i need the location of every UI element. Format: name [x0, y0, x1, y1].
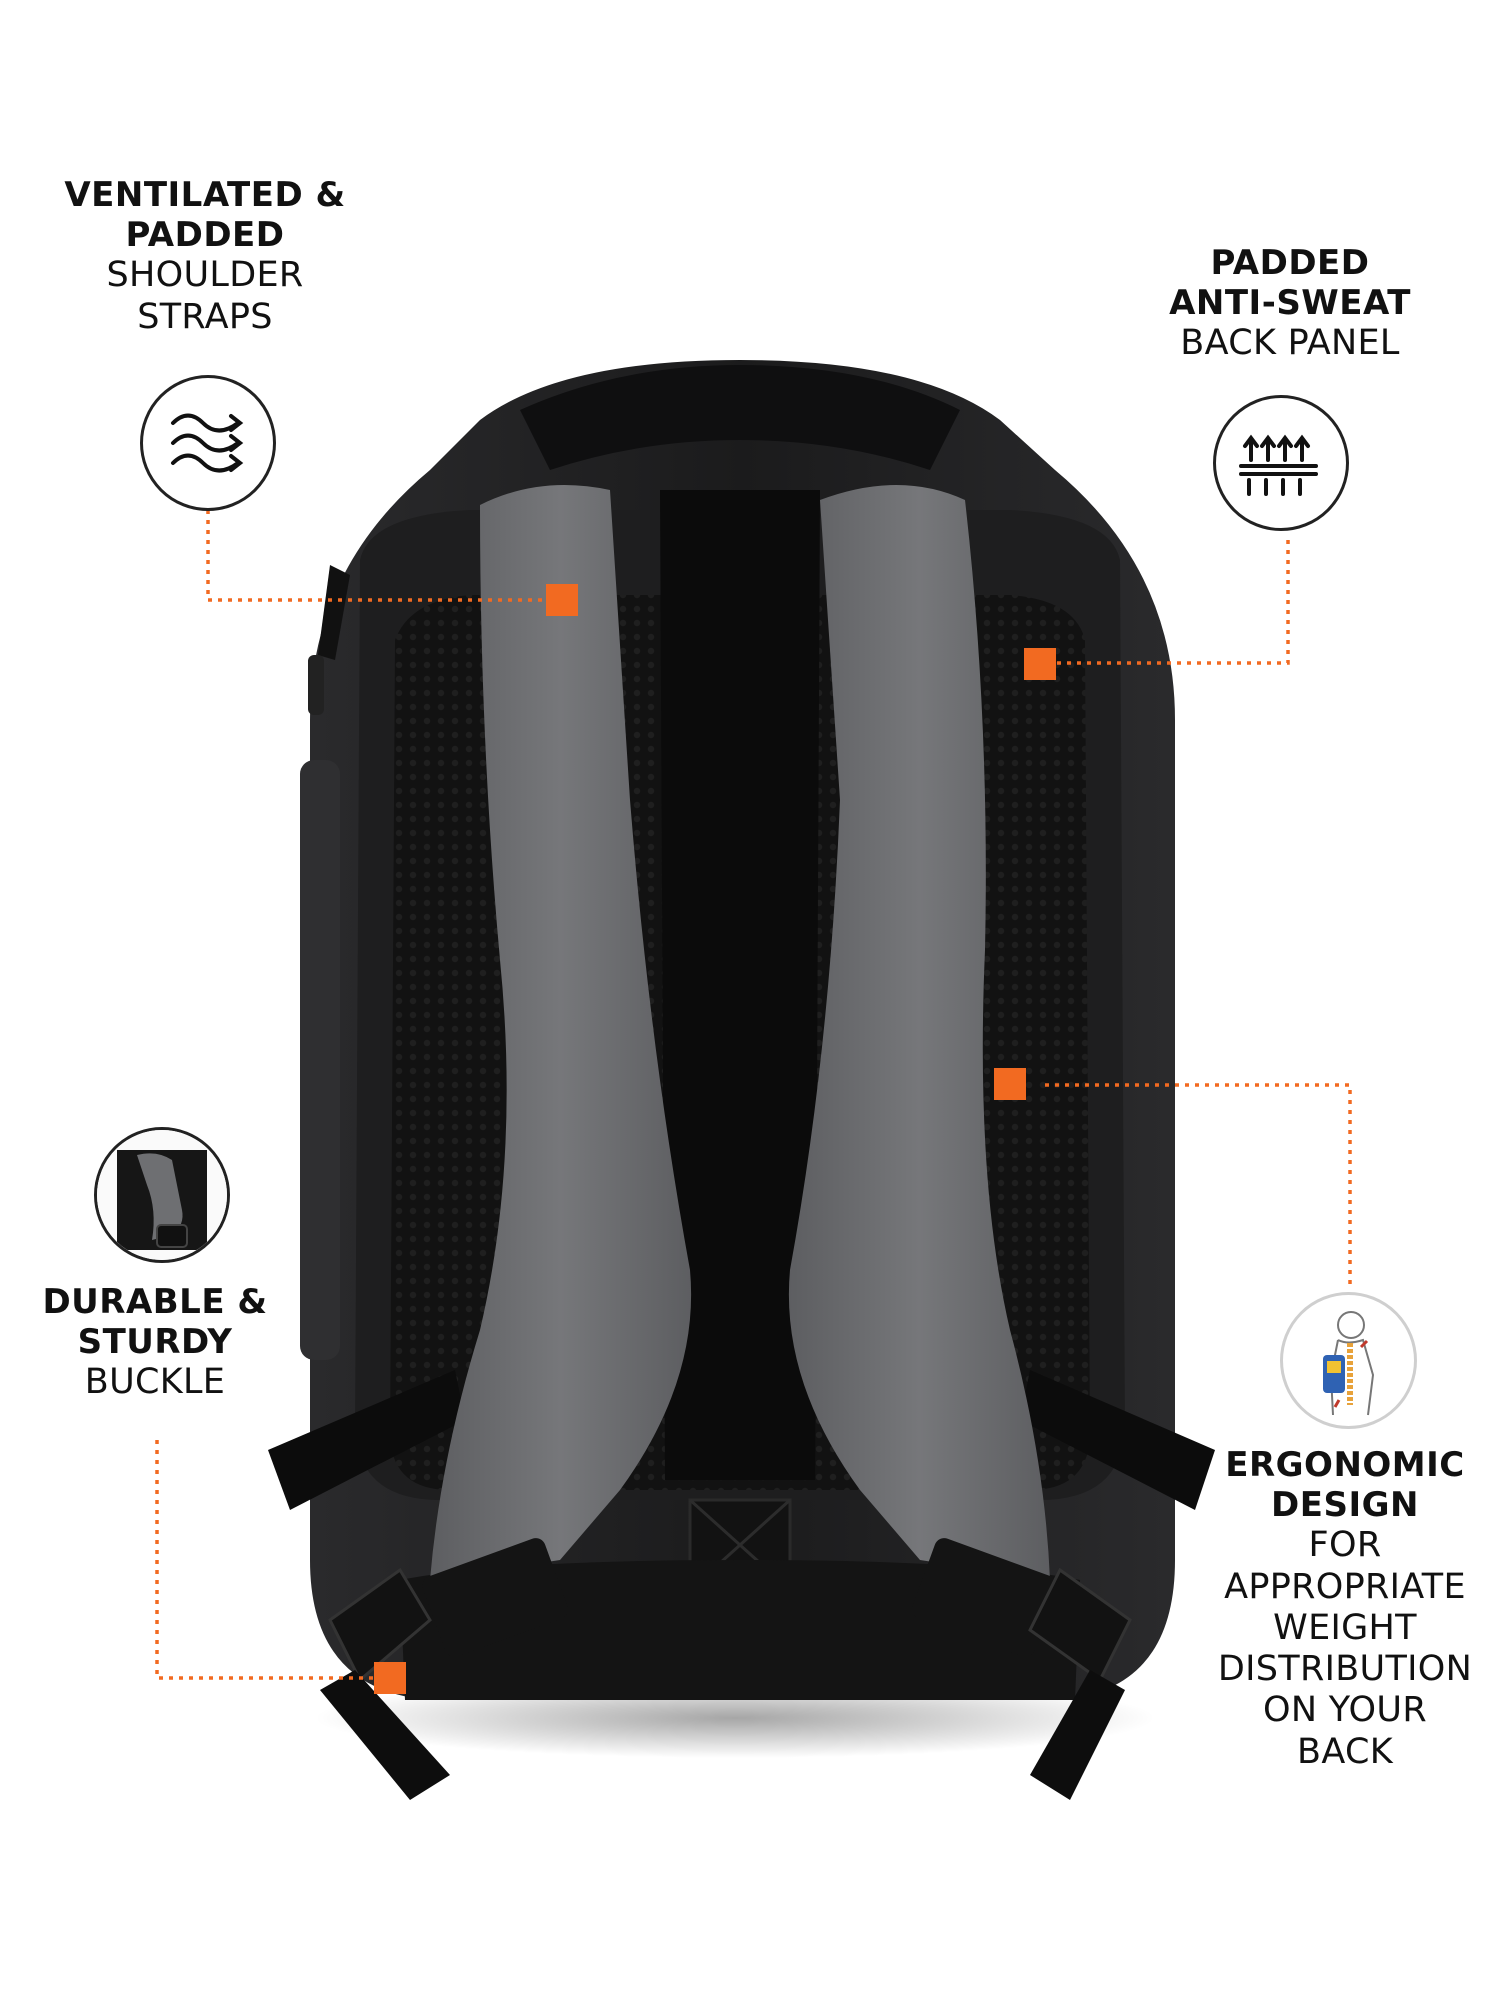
left-side-webbing	[268, 1370, 465, 1510]
buckle-title-line-2: STURDY	[77, 1322, 233, 1363]
right-shoulder-strap	[788, 485, 1050, 1580]
center-air-channel	[660, 490, 820, 1480]
ergonomic-sub-line-1: FOR	[1308, 1525, 1382, 1566]
ergonomic-sub-line-6: BACK	[1297, 1731, 1393, 1772]
bottom-panel	[400, 1560, 1080, 1700]
connector-back-panel	[1050, 540, 1290, 665]
person-spine-icon	[1280, 1292, 1417, 1429]
orange-markers	[374, 584, 1056, 1694]
feature-buckle-label: DURABLE & STURDY BUCKLE	[20, 1282, 290, 1404]
left-buckle	[320, 1567, 450, 1800]
ergonomic-sub-line-5: ON YOUR	[1263, 1690, 1427, 1731]
straps-sub-line-1: SHOULDER	[106, 255, 304, 296]
straps-title-line-1: VENTILATED &	[64, 175, 346, 215]
ergonomic-title-line-1: ERGONOMIC	[1225, 1445, 1465, 1485]
back-panel-title-line-1: PADDED	[1210, 243, 1370, 283]
top-panel	[520, 365, 960, 470]
ergonomic-sub-line-3: WEIGHT	[1273, 1607, 1417, 1648]
zipper-pull	[318, 565, 350, 660]
right-buckle	[1028, 1567, 1132, 1800]
airflow-arrows-icon	[140, 375, 276, 511]
ergonomic-title-line-2: DESIGN	[1271, 1485, 1419, 1526]
ergonomic-sub-line-4: DISTRIBUTION	[1217, 1649, 1473, 1690]
left-strap-tab	[422, 1538, 568, 1657]
buckle-title-line-1: DURABLE &	[42, 1282, 268, 1322]
connector-ergonomic	[1045, 1083, 1352, 1290]
marker-back-panel	[1024, 648, 1056, 680]
right-side-webbing	[1020, 1370, 1215, 1510]
breathable-layers-icon	[1213, 395, 1349, 531]
feature-ergonomic-label: ERGONOMIC DESIGN FOR APPROPRIATE WEIGHT …	[1195, 1445, 1495, 1773]
strap-buckle-photo-icon	[94, 1127, 230, 1263]
back-panel-sub-line-1: BACK PANEL	[1180, 323, 1400, 364]
connector-straps	[206, 510, 560, 602]
left-shoulder-strap	[430, 485, 692, 1580]
connector-buckle	[155, 1440, 385, 1680]
zipper-tab	[308, 655, 324, 715]
marker-buckle	[374, 1662, 406, 1694]
ergonomic-sub-line-2: APPROPRIATE	[1224, 1566, 1466, 1607]
back-panel-title-line-2: ANTI-SWEAT	[1169, 283, 1411, 324]
side-pocket	[300, 760, 340, 1360]
marker-ergonomic	[994, 1068, 1026, 1100]
feature-back-panel-label: PADDED ANTI-SWEAT BACK PANEL	[1130, 243, 1450, 365]
straps-title-line-2: PADDED	[125, 215, 285, 256]
marker-straps	[546, 584, 578, 616]
feature-straps-label: VENTILATED & PADDED SHOULDER STRAPS	[40, 175, 370, 338]
connector-lines	[155, 510, 1352, 1680]
straps-sub-line-2: STRAPS	[137, 296, 273, 337]
right-strap-tab	[912, 1538, 1058, 1657]
buckle-sub-line-1: BUCKLE	[84, 1362, 226, 1403]
